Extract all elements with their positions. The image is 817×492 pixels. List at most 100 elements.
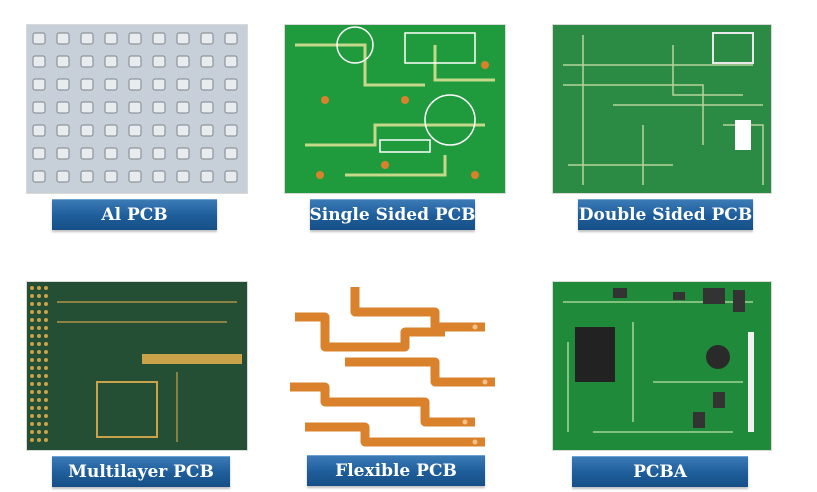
led-chip	[56, 55, 70, 68]
led-chip	[224, 78, 238, 91]
via-pad	[30, 390, 34, 394]
via-pad	[37, 374, 41, 378]
via-pad	[30, 438, 34, 442]
via-pad	[30, 334, 34, 338]
led-chip	[152, 147, 166, 160]
via-pad	[30, 358, 34, 362]
via-pad	[44, 342, 48, 346]
pcba-label[interactable]: PCBA	[572, 456, 748, 487]
via-pad	[37, 398, 41, 402]
via-pad	[44, 302, 48, 306]
led-chip	[56, 170, 70, 183]
led-chip	[176, 170, 190, 183]
via-pad	[37, 286, 41, 290]
flexible-pcb-label[interactable]: Flexible PCB	[307, 455, 485, 486]
via-pad	[37, 358, 41, 362]
multilayer-pcb-label[interactable]: Multilayer PCB	[52, 456, 230, 487]
led-chip	[200, 170, 214, 183]
via-pad	[44, 406, 48, 410]
via-pad	[30, 382, 34, 386]
led-chip	[56, 101, 70, 114]
led-chip	[200, 55, 214, 68]
via-pad	[44, 374, 48, 378]
via-pad	[44, 358, 48, 362]
flexible-pcb-photo[interactable]	[285, 282, 505, 450]
via-pad	[44, 318, 48, 322]
via-pad	[37, 406, 41, 410]
via-pad	[37, 390, 41, 394]
led-chip	[152, 101, 166, 114]
via-pad	[37, 318, 41, 322]
via-pad	[37, 302, 41, 306]
via-pad	[37, 382, 41, 386]
led-chip	[56, 78, 70, 91]
double-sided-pcb-photo[interactable]	[553, 25, 771, 193]
via-pad	[30, 430, 34, 434]
led-chip	[32, 55, 46, 68]
led-chip	[104, 124, 118, 137]
led-chip	[152, 124, 166, 137]
led-chip	[80, 55, 94, 68]
led-chip	[200, 124, 214, 137]
led-chip	[200, 101, 214, 114]
via-pad	[37, 326, 41, 330]
via-pad	[37, 350, 41, 354]
led-chip	[32, 124, 46, 137]
led-chip	[80, 101, 94, 114]
pcba-photo[interactable]	[553, 282, 771, 450]
multilayer-pcb-photo[interactable]	[27, 282, 247, 450]
led-chip	[224, 170, 238, 183]
via-pad	[30, 398, 34, 402]
single-sided-pcb-photo[interactable]	[285, 25, 505, 193]
led-chip	[80, 147, 94, 160]
led-chip	[128, 55, 142, 68]
via-pad	[37, 438, 41, 442]
via-pad	[44, 294, 48, 298]
via-pad	[37, 430, 41, 434]
led-chip	[32, 170, 46, 183]
led-chip	[104, 55, 118, 68]
via-pad	[44, 326, 48, 330]
via-pad	[30, 422, 34, 426]
led-chip	[32, 32, 46, 45]
led-chip	[128, 124, 142, 137]
led-chip	[128, 170, 142, 183]
via-pad	[30, 350, 34, 354]
led-chip	[80, 78, 94, 91]
multilayer-pcb-image	[27, 282, 247, 450]
pcba-image	[553, 282, 771, 450]
double-sided-pcb-label[interactable]: Double Sided PCB	[578, 199, 753, 230]
led-chip	[152, 55, 166, 68]
via-pad	[37, 414, 41, 418]
via-pad	[30, 366, 34, 370]
led-chip	[128, 101, 142, 114]
led-chip	[104, 147, 118, 160]
via-pad	[44, 414, 48, 418]
via-pad	[37, 366, 41, 370]
led-chip	[56, 32, 70, 45]
via-pad	[37, 334, 41, 338]
led-chip	[56, 124, 70, 137]
via-pad	[30, 294, 34, 298]
via-pad	[30, 326, 34, 330]
via-pad	[44, 430, 48, 434]
led-chip	[176, 147, 190, 160]
led-chip	[176, 78, 190, 91]
led-chip	[176, 101, 190, 114]
via-pad	[44, 334, 48, 338]
via-pad	[30, 406, 34, 410]
via-pad	[30, 302, 34, 306]
led-chip	[224, 32, 238, 45]
led-chip	[56, 147, 70, 160]
aluminum-led-pcb-photo[interactable]	[27, 25, 247, 193]
double-sided-pcb-image	[553, 25, 771, 193]
led-chip	[224, 55, 238, 68]
al-pcb-label[interactable]: Al PCB	[52, 199, 217, 230]
via-pad	[37, 294, 41, 298]
via-pad	[37, 310, 41, 314]
led-chip	[128, 78, 142, 91]
single-sided-pcb-image	[285, 25, 505, 193]
led-chip	[176, 32, 190, 45]
via-pad	[37, 422, 41, 426]
single-sided-pcb-label[interactable]: Single Sided PCB	[309, 199, 476, 230]
